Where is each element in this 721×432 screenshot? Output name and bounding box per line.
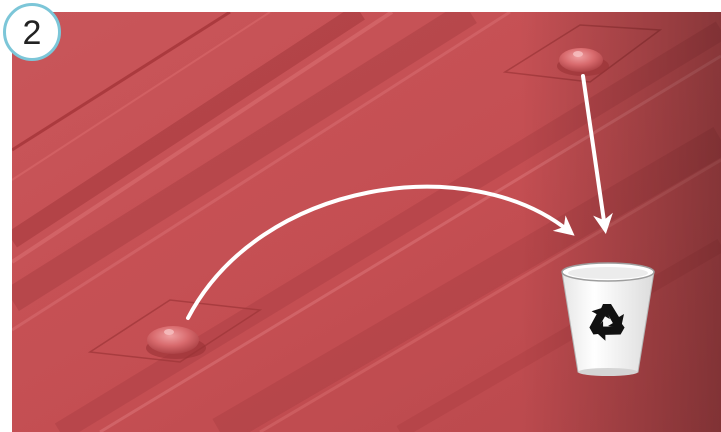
step-number: 2 <box>23 16 42 50</box>
step-number-badge: 2 <box>3 3 61 61</box>
recycle-bin-icon <box>562 263 654 376</box>
